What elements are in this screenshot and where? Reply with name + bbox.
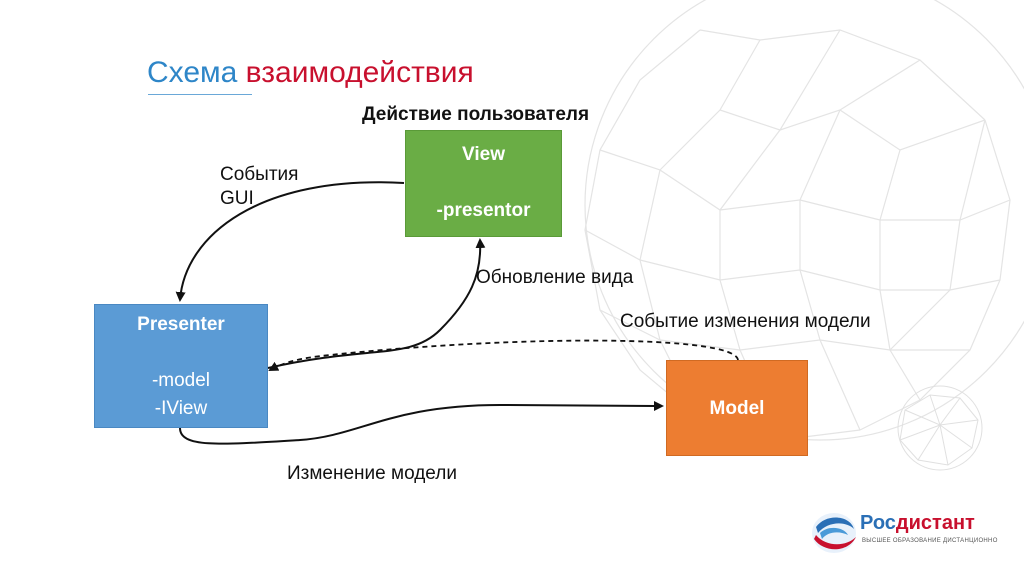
geodesic-sphere-decoration [584, 0, 1024, 441]
arrow-view-update [267, 238, 486, 369]
model-box: Model [666, 360, 808, 456]
logo-name-part-2: дистант [895, 512, 975, 534]
user-action-heading: Действие пользователя [362, 104, 590, 125]
logo-name-part-1: Рос [860, 512, 896, 534]
logo-name: Росдистант [860, 512, 975, 535]
arrow-model-change-event [268, 339, 739, 371]
view-update-label: Обновление вида [476, 267, 634, 288]
small-sphere-decoration [897, 385, 983, 471]
rosdistant-logo-icon [812, 513, 856, 553]
logo-tagline: ВЫСШЕЕ ОБРАЗОВАНИЕ ДИСТАНЦИОННО [862, 538, 998, 544]
view-title: View [462, 144, 505, 165]
presenter-field-iview: -IView [154, 398, 208, 419]
title-part-1: Схема [147, 56, 246, 89]
view-field: -presentor [436, 200, 531, 221]
gui-events-label-line-1: События [220, 164, 299, 185]
presenter-field-model: -model [151, 370, 211, 391]
presenter-title: Presenter [137, 314, 225, 335]
model-change-event-label: Событие изменения модели [620, 311, 871, 332]
model-title: Model [709, 398, 765, 419]
gui-events-label-line-2: GUI [220, 188, 254, 209]
presenter-box: Presenter -model -IView [94, 304, 268, 428]
model-change-label: Изменение модели [287, 463, 457, 484]
gui-events-label: События GUI [220, 163, 298, 211]
arrow-model-change [179, 400, 664, 445]
arrow-gui-events [175, 181, 405, 302]
title-underline [148, 94, 252, 95]
page-title: Схема взаимодействия [147, 56, 474, 90]
title-part-2: взаимодействия [245, 56, 474, 89]
view-box: View -presentor [405, 130, 562, 237]
